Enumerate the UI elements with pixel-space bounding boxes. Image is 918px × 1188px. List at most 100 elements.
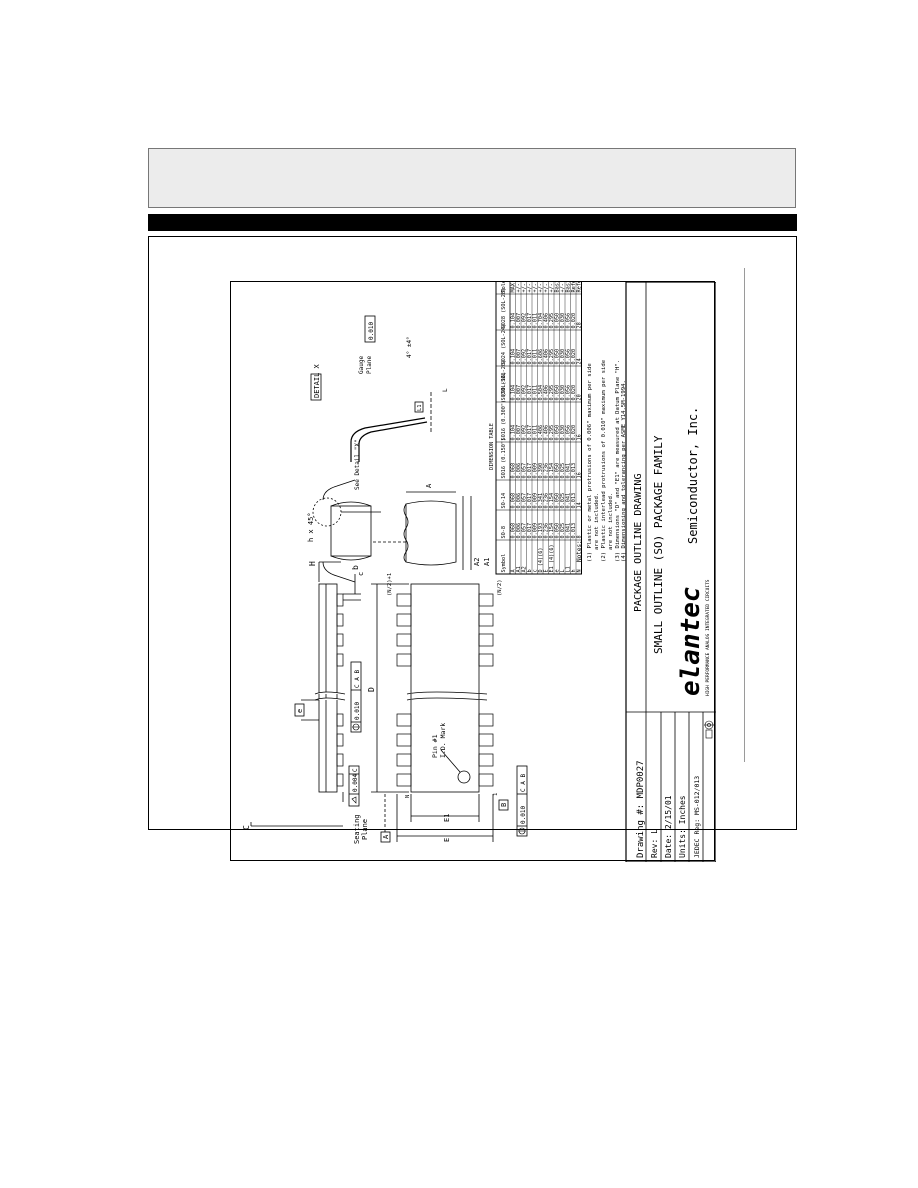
table-header-cell: Tolerance [501,282,507,293]
table-cell: 0.006 [516,493,522,509]
table-cell: 16 [576,434,582,440]
title-line-1: PACKAGE OUTLINE DRAWING [633,474,644,612]
gauge-plane-label: Gauge [358,356,365,374]
table-cell: 0.104 [510,349,516,365]
table-cell: 0.236 [543,493,549,509]
table-cell: 0.068 [510,523,516,539]
vertical-rule [744,268,745,762]
table-cell: 0.104 [510,425,516,441]
table-cell: 0.011 [532,313,538,329]
table-header-cell: SO-8 [501,526,507,539]
table-cell: +/- 0.004 [538,282,544,293]
datum-B: B [500,803,508,807]
table-cell: D (4)(6) [538,548,544,573]
table-cell: 0.406 [538,425,544,441]
table-cell: 0.050 [554,425,560,441]
table-cell: 0.007 [516,349,522,365]
table-cell: 0.092 [521,385,527,401]
table-cell: 0.030 [560,425,566,441]
table-cell: 0.050 [554,493,560,509]
position-tolerance-frame-bottom: 0.010 C A B [516,765,528,837]
table-cell: 0.504 [538,385,544,401]
table-cell: 0.092 [521,313,527,329]
table-cell: 24 [576,358,582,364]
table-cell: 0.041 [565,463,571,479]
table-cell: MAX [510,282,516,292]
table-cell: 0.057 [521,463,527,479]
svg-text:0.010: 0.010 [354,702,361,720]
svg-text:I.D. Mark: I.D. Mark [439,723,447,758]
detail-x-view: DETAIL X Gauge Plane 0.010 L L1 4° ±4° [310,315,449,462]
table-cell: 0.295 [549,425,555,441]
table-cell: 0.068 [510,493,516,509]
company-logo: elantec [676,586,706,696]
gauge-value: 0.010 [368,322,375,340]
label-C: C [242,825,251,830]
table-header-cell: SO16 (0.150") [501,438,507,479]
table-cell: 0.020 [571,313,577,329]
drawing-units: Units: Inches [678,795,687,858]
svg-text:Plane: Plane [361,819,369,840]
table-cell: 0.056 [565,349,571,365]
table-cell: 0.050 [554,313,560,329]
table-cell: 0.013 [571,493,577,509]
table-header-cell: SO16 (0.300") (SOL-16) [501,372,507,441]
table-cell: 0.025 [560,463,566,479]
table-cell: 0.104 [510,313,516,329]
label-n-half-plus: (N/2)+1 [387,573,393,596]
svg-text:Plane: Plane [366,356,373,374]
profile-view: A2 A1 A [371,483,491,570]
table-cell: E [543,569,549,572]
table-cell: 0.017 [527,425,533,441]
label-e: e [296,709,304,713]
pin1-mark-icon [457,770,471,784]
table-cell: 0.056 [565,425,571,441]
revision: Rev: L [650,829,659,858]
table-header-cell: SO20 (SOL-20) [501,360,507,401]
detail-x-title: DETAIL X [313,363,321,398]
jedec-reg: JEDEC Reg: MS-012/013 [693,776,701,858]
note-2: (2) Plastic interlead protrusions of 0.0… [601,359,607,562]
datum-A: A [382,834,390,839]
angle-label: 4° ±4° [406,336,413,358]
table-cell: 0.025 [560,523,566,539]
table-cell: 0.017 [527,493,533,509]
svg-text:are not included.: are not included. [594,493,600,550]
header-panel [148,148,796,208]
table-cell: L [560,569,566,572]
table-cell: Basic [565,282,571,293]
table-cell: c [532,569,538,572]
label-1: 1 [493,793,499,796]
table-cell: 0.050 [554,385,560,401]
table-cell: 0.041 [565,493,571,509]
table-cell: 0.606 [538,349,544,365]
table-cell: 0.050 [554,463,560,479]
svg-text:C A B: C A B [520,774,527,792]
table-header-cell: SO28 (SOL-28) [501,288,507,329]
table-cell: 0.406 [543,313,549,329]
table-cell: 0.704 [538,313,544,329]
table-cell: 0.011 [532,385,538,401]
table-cell: 0.020 [571,385,577,401]
table-cell: +/- 0.009 [560,282,566,293]
table-cell: 0.104 [510,385,516,401]
label-L1: L1 [417,404,423,411]
table-cell: E1 (4)(6) [549,544,555,572]
svg-text:0.010: 0.010 [520,806,527,824]
chamfer-label: h x 45° [307,512,315,542]
table-cell: 0.011 [532,425,538,441]
drawing-date: Date: 2/15/01 [664,795,673,858]
table-cell: 0.017 [527,313,533,329]
table-cell: b [527,569,533,572]
drawing-sheet: Drawing #: MDP0027 Rev: L Date: 2/15/01 … [242,282,716,862]
table-cell: 0.007 [516,425,522,441]
drawing-number: Drawing #: MDP0027 [636,760,646,858]
label-E1: E1 [443,814,451,822]
label-N: N [405,795,411,798]
company-tagline: HIGH PERFORMANCE ANALOG INTEGRATED CIRCU… [705,579,711,696]
table-cell: 0.011 [532,349,538,365]
table-cell: 8 [576,535,582,538]
top-view: Pin #1 I.D. Mark N 1 (N/2)+1 (N/2) D A E… [367,573,528,843]
label-c: c [357,572,365,576]
table-cell: h [571,569,577,572]
